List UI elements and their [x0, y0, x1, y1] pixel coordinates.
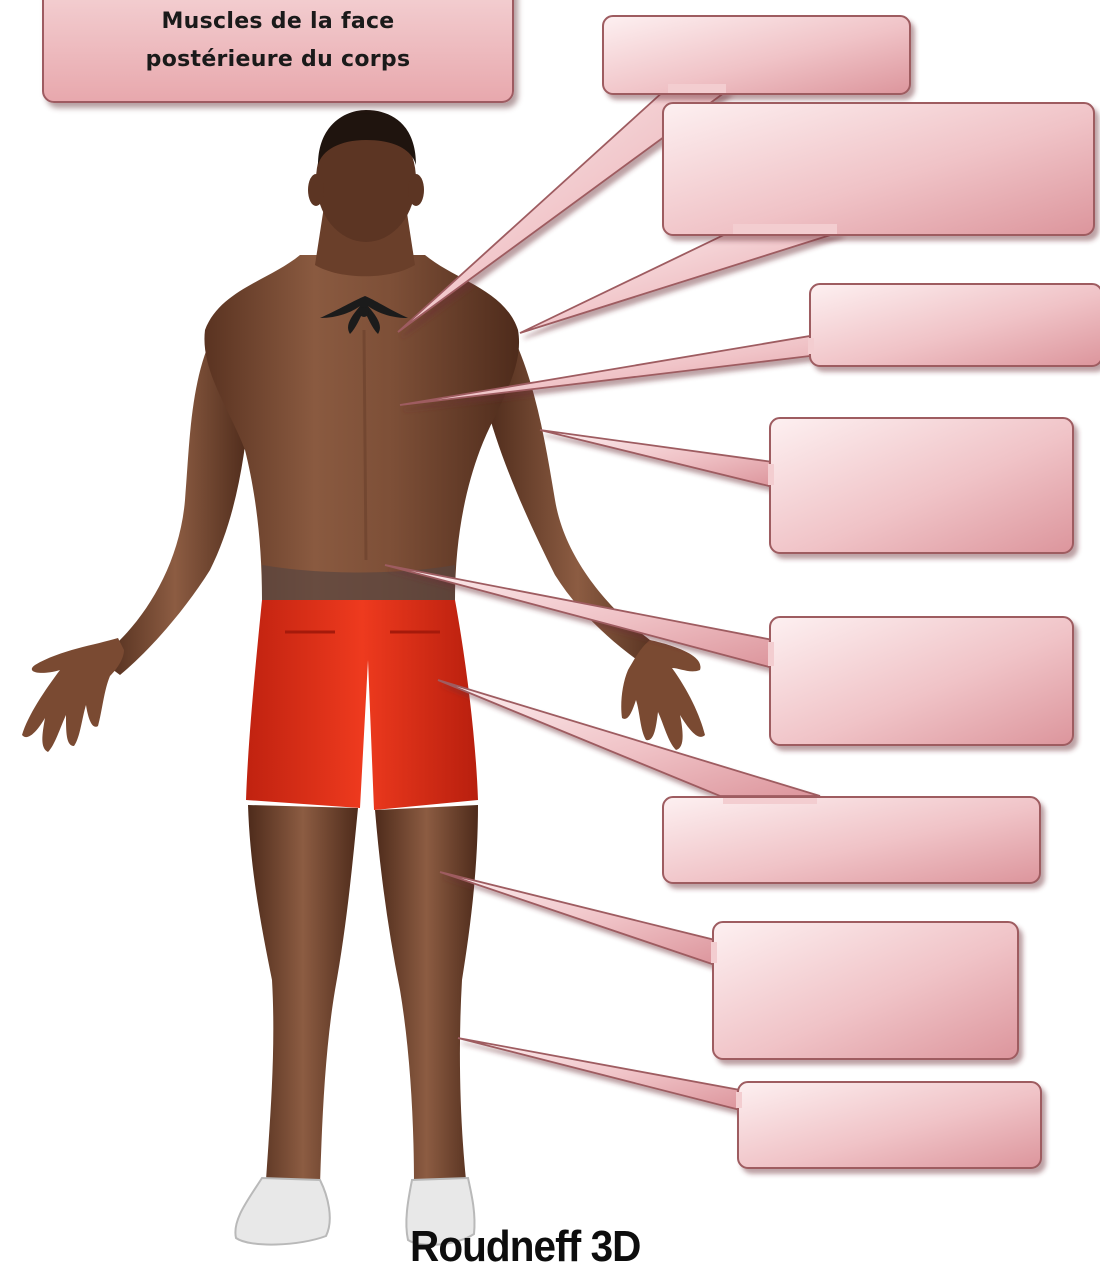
left-shoe: [235, 1178, 329, 1245]
right-leg: [375, 805, 478, 1185]
label-box-4[interactable]: [770, 418, 1073, 553]
label-box-1[interactable]: [603, 16, 910, 94]
label-box-3[interactable]: [810, 284, 1100, 366]
label-box-8[interactable]: [738, 1082, 1041, 1168]
label-box-2[interactable]: [663, 103, 1094, 235]
pointer-8: [458, 1038, 740, 1110]
title-line-1: Muscles de la face: [161, 3, 394, 41]
spine-shading: [364, 330, 366, 560]
left-ear: [308, 174, 324, 206]
pointer-2: [520, 232, 840, 333]
label-box-6[interactable]: [663, 797, 1040, 883]
right-ear: [408, 174, 424, 206]
pointer-7: [440, 872, 715, 965]
shorts: [246, 600, 478, 810]
title-line-2: postérieure du corps: [146, 41, 411, 79]
label-box-5[interactable]: [770, 617, 1073, 745]
left-hand: [22, 638, 124, 752]
label-box-7[interactable]: [713, 922, 1018, 1059]
pointer-4: [540, 430, 773, 487]
label-boxes: [603, 16, 1100, 1168]
title-callout-box: Muscles de la face postérieure du corps: [42, 0, 514, 103]
left-leg: [248, 805, 358, 1185]
